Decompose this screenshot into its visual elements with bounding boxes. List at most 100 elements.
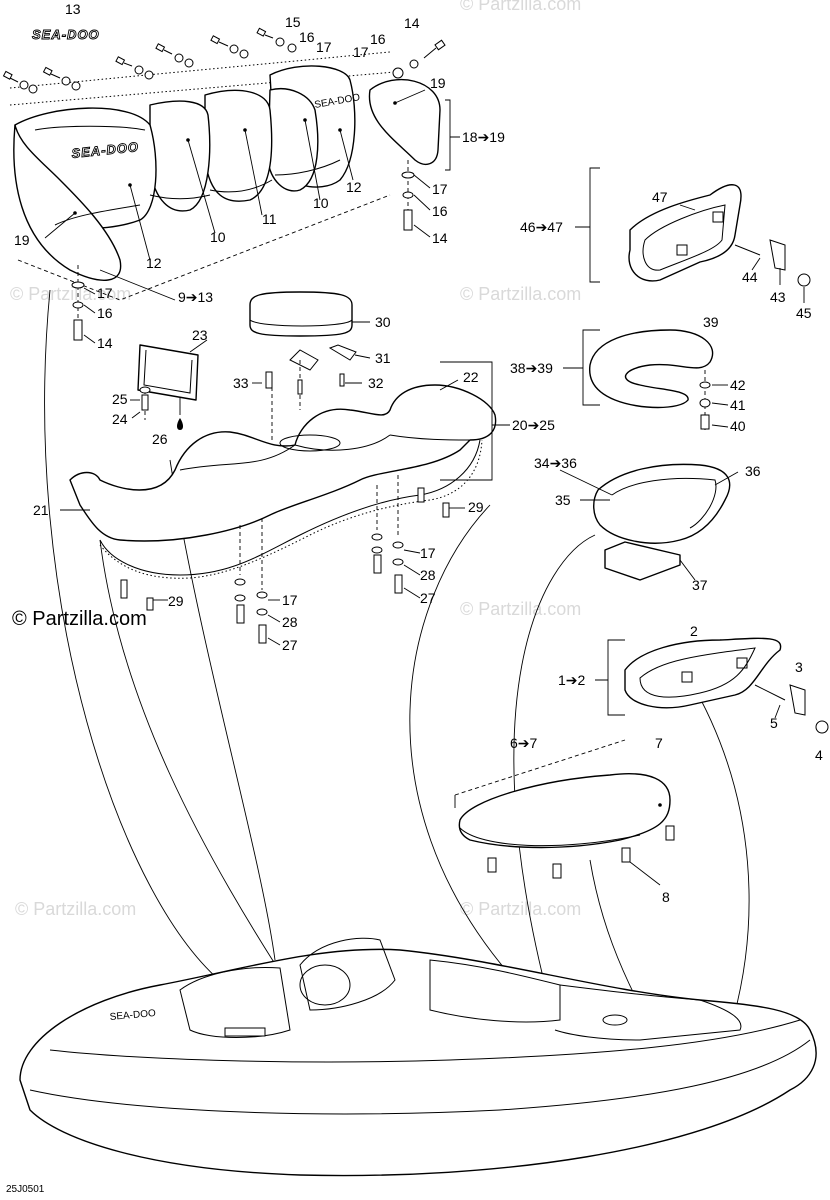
callout-17: 17 <box>282 592 298 608</box>
cushion-34 <box>559 463 739 581</box>
callout-19: 19 <box>14 232 30 248</box>
brand-logo-text: SEA-DOO <box>32 27 100 42</box>
callout-41: 41 <box>730 397 746 413</box>
watermarks: © Partzilla.com © Partzilla.com © Partzi… <box>10 0 581 919</box>
screw-icon <box>42 66 81 91</box>
callout-1-2: 1➔2 <box>558 672 586 688</box>
seat-cover-panel-10-right <box>267 88 319 192</box>
callout-2: 2 <box>690 623 698 639</box>
watermark: © Partzilla.com <box>15 899 136 919</box>
screw-icon <box>210 35 249 59</box>
callout-34-36: 34➔36 <box>534 455 577 471</box>
callout-17: 17 <box>420 545 436 561</box>
callout-6-7: 6➔7 <box>510 735 538 751</box>
callout-38-39: 38➔39 <box>510 360 553 376</box>
cushion-38 <box>563 329 729 430</box>
callout-47: 47 <box>652 189 668 205</box>
watermark: © Partzilla.com <box>10 284 131 304</box>
callout-39: 39 <box>703 314 719 330</box>
watermark: © Partzilla.com <box>460 284 581 304</box>
callout-28: 28 <box>282 614 298 630</box>
callout-28: 28 <box>420 567 436 583</box>
boat-hull: SEA-DOO <box>19 937 817 1177</box>
callout-45: 45 <box>796 305 812 321</box>
callout-43: 43 <box>770 289 786 305</box>
callout-18-19: 18➔19 <box>462 129 505 145</box>
callout-27: 27 <box>282 637 298 653</box>
seat-cover-panel-11 <box>204 89 273 202</box>
watermark: © Partzilla.com <box>460 599 581 619</box>
callout-14: 14 <box>97 335 113 351</box>
callout-14: 14 <box>404 15 420 31</box>
callout-10: 10 <box>210 229 226 245</box>
watermark: © Partzilla.com <box>460 0 581 14</box>
callout-32: 32 <box>368 375 384 391</box>
callout-17: 17 <box>97 285 113 301</box>
grab-handle <box>130 339 208 430</box>
backrest <box>249 291 371 395</box>
callout-27: 27 <box>420 590 436 606</box>
callout-29: 29 <box>168 593 184 609</box>
callout-8: 8 <box>662 889 670 905</box>
sea-doo-logo: SEA-DOO <box>30 25 125 42</box>
brand-logo-text: SEA-DOO <box>109 1008 156 1023</box>
callout-11: 11 <box>262 211 277 227</box>
callout-46-47: 46➔47 <box>520 219 563 235</box>
seat-cover-panel-19-left <box>13 124 122 281</box>
callout-21: 21 <box>33 502 49 518</box>
callout-5: 5 <box>770 715 778 731</box>
callout-19: 19 <box>430 75 446 91</box>
callouts: 13 15 16 17 14 16 17 19 18➔19 12 10 11 1… <box>14 1 823 905</box>
seat-cover-panel-19-right <box>368 78 441 166</box>
armrest-lower <box>595 637 829 734</box>
callout-12: 12 <box>346 179 362 195</box>
callout-17: 17 <box>353 44 369 60</box>
callout-17: 17 <box>316 39 332 55</box>
callout-40: 40 <box>730 418 746 434</box>
armrest-upper <box>575 167 811 303</box>
callout-3: 3 <box>795 659 803 675</box>
seat-hardware-lower <box>120 487 465 646</box>
callout-13: 13 <box>65 1 81 17</box>
callout-35: 35 <box>555 492 571 508</box>
callout-42: 42 <box>730 377 746 393</box>
screw-icon <box>155 43 194 68</box>
screw-icon <box>256 27 297 53</box>
callout-12: 12 <box>146 255 162 271</box>
callout-10: 10 <box>313 195 329 211</box>
callout-25: 25 <box>112 391 128 407</box>
callout-14: 14 <box>432 230 448 246</box>
callout-24: 24 <box>112 411 128 427</box>
seat-cover-hardware-right <box>401 160 431 238</box>
seat-cover-assembly: SEA-DOO SEA-DOO SEA-DOO <box>13 25 460 301</box>
callout-44: 44 <box>742 269 758 285</box>
copyright-text: © Partzilla.com <box>12 608 147 630</box>
callout-26: 26 <box>152 431 168 447</box>
callout-37: 37 <box>692 577 708 593</box>
callout-30: 30 <box>375 314 391 330</box>
screw-icon <box>2 70 38 94</box>
screw-icon <box>115 56 154 80</box>
seat-cover-hardware-left <box>71 265 96 344</box>
screw-icon <box>392 39 446 79</box>
callout-15: 15 <box>285 14 301 30</box>
seat-platform <box>454 739 675 886</box>
callout-36: 36 <box>745 463 761 479</box>
callout-16: 16 <box>97 305 113 321</box>
diagram-code: 25J0501 <box>6 1184 45 1195</box>
callout-16: 16 <box>432 203 448 219</box>
top-hardware <box>2 27 446 106</box>
callout-29: 29 <box>468 499 484 515</box>
callout-31: 31 <box>375 350 391 366</box>
callout-16: 16 <box>299 29 315 45</box>
callout-23: 23 <box>192 327 208 343</box>
hull-leaders <box>44 289 750 1031</box>
callout-17: 17 <box>432 181 448 197</box>
callout-20-25: 20➔25 <box>512 417 555 433</box>
callout-4: 4 <box>815 747 823 763</box>
seat-cover-panel-10-left <box>149 100 211 212</box>
callout-9-13: 9➔13 <box>178 289 213 305</box>
callout-16: 16 <box>370 31 386 47</box>
callout-33: 33 <box>233 375 249 391</box>
